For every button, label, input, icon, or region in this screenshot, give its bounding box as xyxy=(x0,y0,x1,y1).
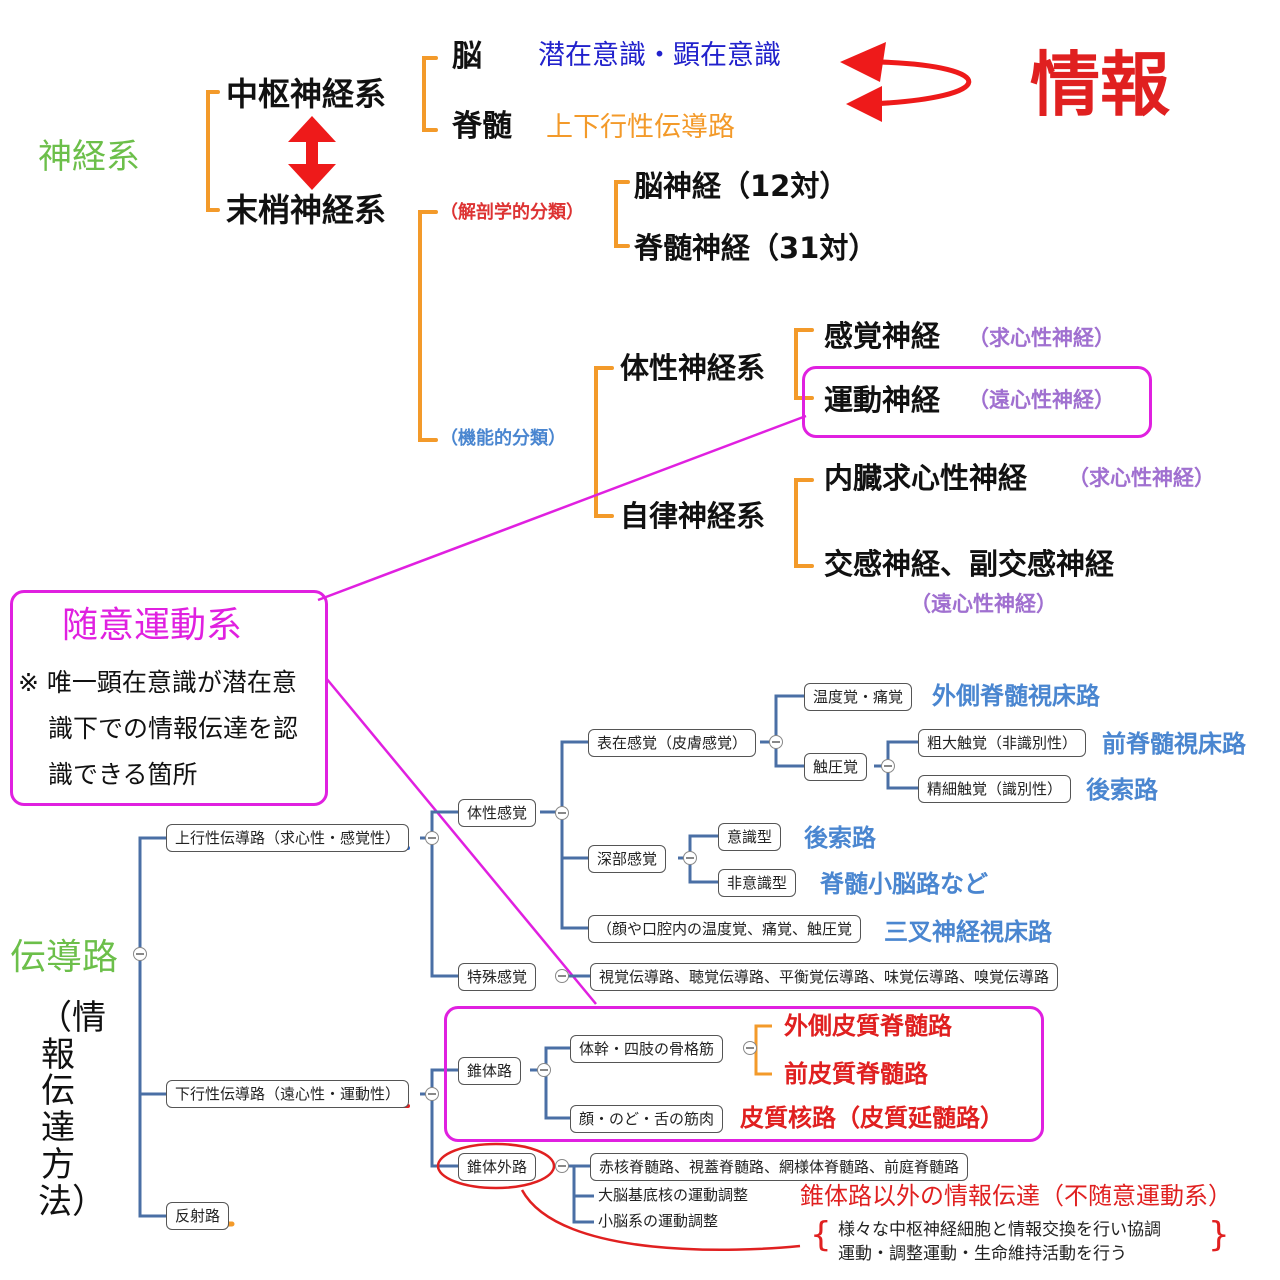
brain-label: 脳 xyxy=(452,39,482,74)
motor-nerve-note: （遠心性神経） xyxy=(968,388,1115,412)
sensory-nerve-label: 感覚神経 xyxy=(824,319,941,353)
collapse-icon[interactable] xyxy=(743,1041,757,1055)
note-close-brace: } xyxy=(1208,1215,1230,1255)
note-line-1: 様々な中枢神経細胞と情報交換を行い協調 xyxy=(838,1220,1161,1240)
callout-line-3: 識できる箇所 xyxy=(48,760,198,789)
collapse-icon[interactable] xyxy=(881,759,895,773)
trunk-limb-muscle-node[interactable]: 体幹・四肢の骨格筋 xyxy=(570,1035,724,1063)
corticobulbar-label: 皮質核路（皮質延髄路） xyxy=(740,1104,1004,1132)
collapse-icon[interactable] xyxy=(555,1159,569,1173)
reflex-pathway-node[interactable]: 反射路 xyxy=(166,1202,230,1230)
lateral-spinothalamic-label: 外側脊髄視床路 xyxy=(932,682,1100,710)
anterior-spinothalamic-label: 前脊髄視床路 xyxy=(1102,730,1246,758)
visceral-nerve-label: 内臓求心性神経 xyxy=(824,461,1028,495)
collapse-icon[interactable] xyxy=(425,1087,439,1101)
note-line-2: 運動・調整運動・生命維持活動を行う xyxy=(838,1244,1127,1264)
pathway-subtitle: （情報伝達方法） xyxy=(38,998,106,1222)
special-sense-node[interactable]: 特殊感覚 xyxy=(458,963,537,991)
callout-line-2: 識下での情報伝達を認 xyxy=(48,714,299,743)
pyramidal-tract-node[interactable]: 錐体路 xyxy=(458,1057,522,1085)
note-open-brace: { xyxy=(810,1215,832,1255)
basal-ganglia-label[interactable]: 大脳基底核の運動調整 xyxy=(598,1186,749,1204)
face-muscle-node[interactable]: 顔・のど・舌の筋肉 xyxy=(570,1105,724,1133)
conscious-type-node[interactable]: 意識型 xyxy=(718,823,782,851)
deep-sense-node[interactable]: 深部感覚 xyxy=(588,845,667,873)
info-label: 情報 xyxy=(1030,44,1170,126)
cerebellum-label[interactable]: 小脳系の運動調整 xyxy=(598,1212,719,1230)
fine-touch-node[interactable]: 精細触覚（識別性） xyxy=(918,775,1072,803)
spinal-cord-note: 上下行性伝導路 xyxy=(546,112,735,143)
trigeminothalamic-label: 三叉神経視床路 xyxy=(884,918,1052,946)
crude-touch-node[interactable]: 粗大触覚（非識別性） xyxy=(918,729,1087,757)
spinocerebellar-label: 脊髄小脳路など xyxy=(820,870,988,898)
callout-line-1: ※ 唯一顕在意識が潜在意 xyxy=(18,668,297,697)
functional-label: （機能的分類） xyxy=(440,428,566,449)
temp-pain-node[interactable]: 温度覚・痛覚 xyxy=(804,683,913,711)
anatomical-label: （解剖学的分類） xyxy=(440,202,584,223)
pns-label: 末梢神経系 xyxy=(226,191,387,229)
non-voluntary-label: 錐体路以外の情報伝達（不随意運動系） xyxy=(800,1182,1232,1210)
autonomic-nervous-label: 自律神経系 xyxy=(620,499,766,533)
pyramidal-highlight xyxy=(444,1006,1044,1142)
motor-nerve-label: 運動神経 xyxy=(824,383,941,417)
collapse-icon[interactable] xyxy=(683,851,697,865)
anterior-corticospinal-label: 前皮質脊髄路 xyxy=(784,1060,928,1088)
extrapyramidal-tract-node[interactable]: 錐体外路 xyxy=(458,1153,537,1181)
descending-pathway-node[interactable]: 下行性伝導路（遠心性・運動性） xyxy=(166,1080,410,1108)
collapse-icon[interactable] xyxy=(425,831,439,845)
visceral-nerve-note: （求心性神経） xyxy=(1068,466,1215,490)
collapse-icon[interactable] xyxy=(555,806,569,820)
motor-nerve-highlight xyxy=(802,366,1152,438)
sympathetic-nerve-note: （遠心性神経） xyxy=(910,592,1057,616)
brain-note: 潜在意識・顕在意識 xyxy=(538,40,781,71)
cns-label: 中枢神経系 xyxy=(226,75,387,113)
collapse-icon[interactable] xyxy=(537,1063,551,1077)
spinal-nerve-label: 脊髄神経（31対） xyxy=(634,231,878,265)
face-sense-node[interactable]: （顔や口腔内の温度覚、痛覚、触圧覚 xyxy=(588,915,862,943)
dorsal-column-label-2: 後索路 xyxy=(804,824,876,852)
ascending-pathway-node[interactable]: 上行性伝導路（求心性・感覚性） xyxy=(166,824,410,852)
sympathetic-nerve-label: 交感神経、副交感神経 xyxy=(824,547,1115,581)
nervous-system-title: 神経系 xyxy=(38,137,140,177)
lateral-corticospinal-label: 外側皮質脊髄路 xyxy=(784,1012,952,1040)
collapse-icon[interactable] xyxy=(133,947,147,961)
pathway-title: 伝導路 xyxy=(10,937,119,978)
somatic-sense-node[interactable]: 体性感覚 xyxy=(458,799,537,827)
somatic-nervous-label: 体性神経系 xyxy=(620,351,766,385)
sensory-nerve-note: （求心性神経） xyxy=(968,326,1115,350)
special-sense-list[interactable]: 視覚伝導路、聴覚伝導路、平衡覚伝導路、味覚伝導路、嗅覚伝導路 xyxy=(590,963,1059,991)
unconscious-type-node[interactable]: 非意識型 xyxy=(718,869,797,897)
collapse-icon[interactable] xyxy=(555,969,569,983)
surface-sense-node[interactable]: 表在感覚（皮膚感覚） xyxy=(588,729,757,757)
cranial-nerve-label: 脳神経（12対） xyxy=(634,169,849,203)
callout-title: 随意運動系 xyxy=(62,605,243,646)
extrapyramidal-list[interactable]: 赤核脊髄路、視蓋脊髄路、網様体脊髄路、前庭脊髄路 xyxy=(590,1153,969,1181)
spinal-cord-label: 脊髄 xyxy=(452,109,512,144)
voluntary-motor-callout xyxy=(10,590,328,806)
collapse-icon[interactable] xyxy=(769,735,783,749)
dorsal-column-label-1: 後索路 xyxy=(1086,776,1158,804)
touch-pressure-node[interactable]: 触圧覚 xyxy=(804,753,868,781)
